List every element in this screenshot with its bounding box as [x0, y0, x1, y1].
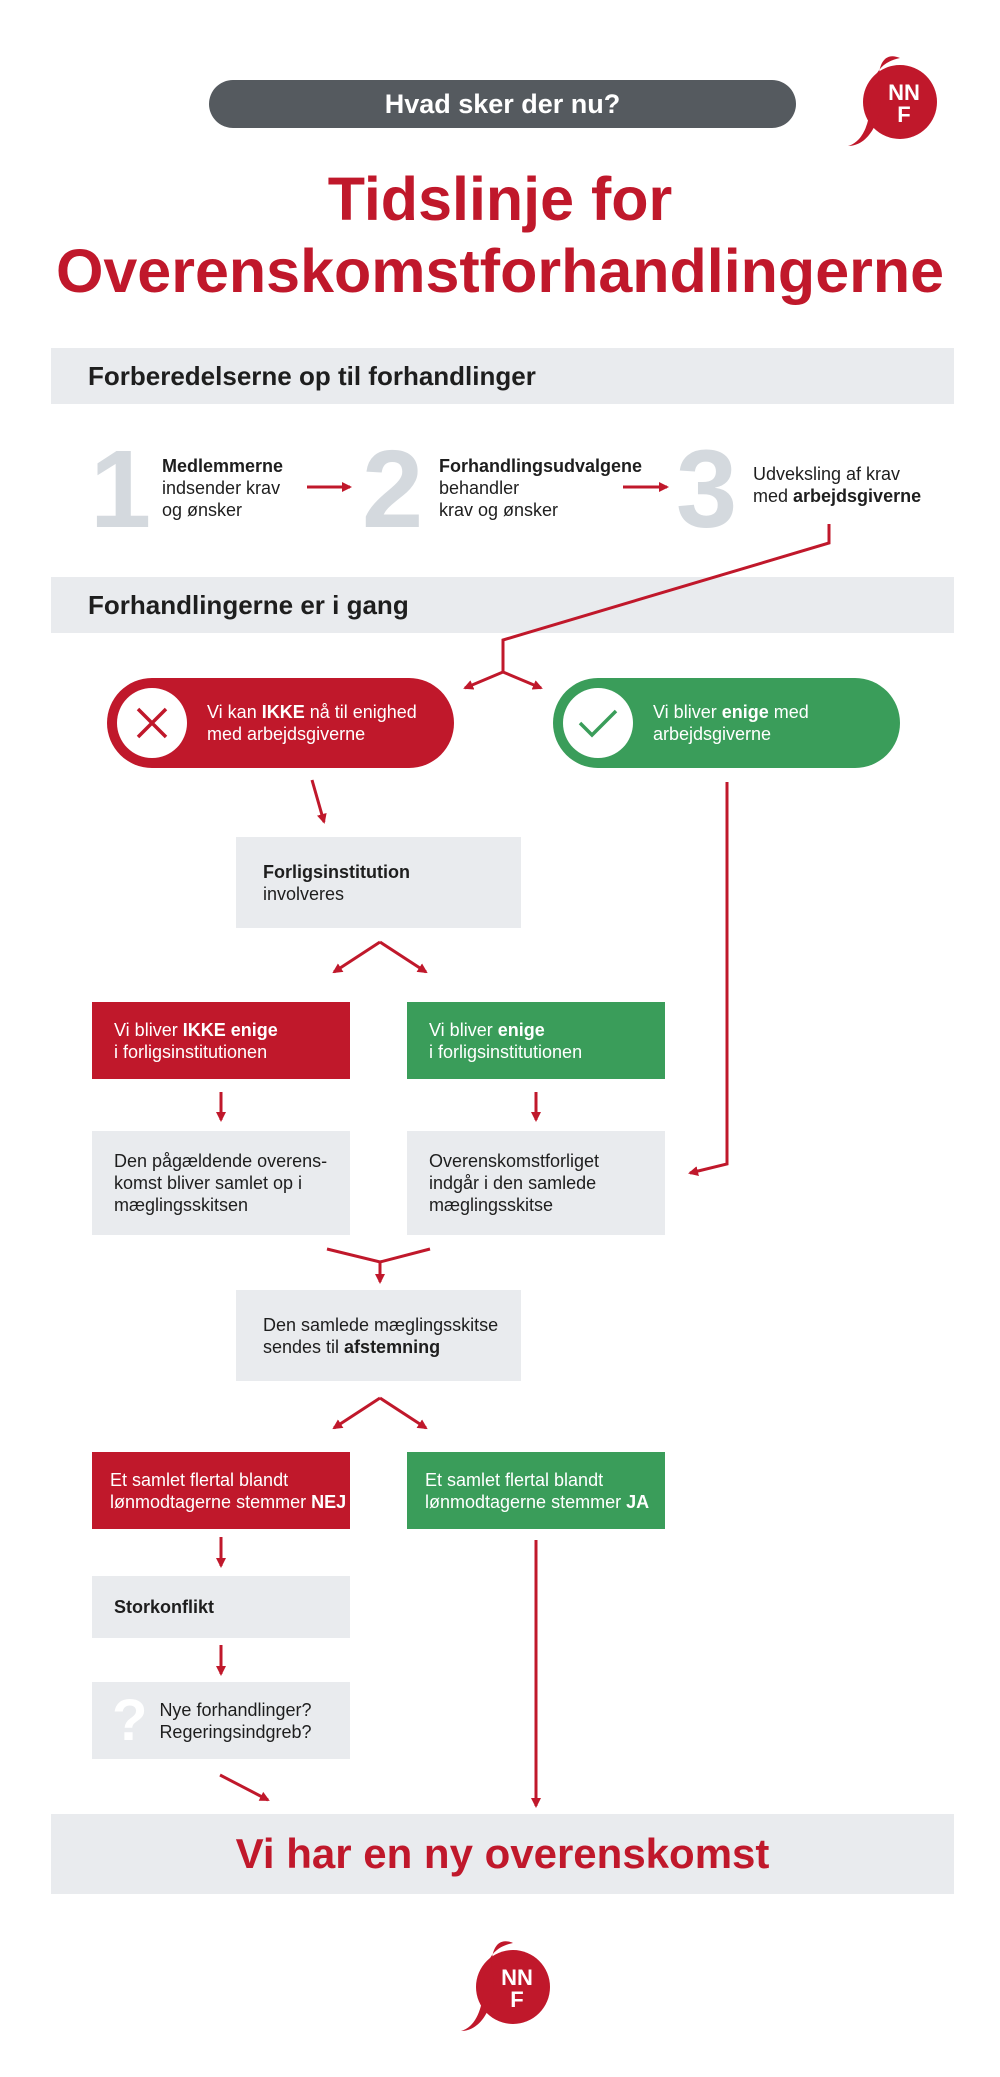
svg-text:NN: NN	[888, 80, 920, 105]
header-pill-label: Hvad sker der nu?	[384, 88, 621, 119]
section-band-negotiations: Forhandlingerne er i gang	[51, 577, 954, 633]
conflict-box: Storkonflikt	[92, 1576, 350, 1638]
section-band-label: Forberedelserne op til forhandlinger	[88, 360, 536, 391]
nnf-logo-top: NN F	[842, 50, 942, 154]
nnf-logo-bottom: NN F	[455, 1935, 555, 2039]
arrow-mediator-left	[332, 940, 381, 974]
step-number-2: 2	[362, 428, 424, 551]
header-pill: Hvad sker der nu?	[209, 80, 796, 128]
section-band-label: Forhandlingerne er i gang	[88, 589, 409, 620]
svg-text:F: F	[897, 102, 910, 127]
section-band-preparation: Forberedelserne op til forhandlinger	[51, 348, 954, 404]
connector-merge-vote	[326, 1247, 431, 1264]
page-title: Tidslinje for Overenskomstforhandlingern…	[0, 163, 1000, 307]
final-band: Vi har en ny overenskomst	[51, 1814, 954, 1894]
arrow-split-right	[502, 670, 543, 690]
arrow-vote-left	[332, 1396, 381, 1430]
checkmark-icon	[563, 688, 633, 758]
title-line-2: Overenskomstforhandlingerne	[55, 237, 945, 305]
connector-agreement-to-sketch	[688, 782, 729, 1176]
step-number-3: 3	[676, 428, 738, 551]
arrow-mediator-right	[379, 940, 428, 974]
svg-text:F: F	[510, 1987, 523, 2012]
question-box: ? Nye forhandlinger?Regeringsindgreb?	[92, 1682, 350, 1759]
step-number-1: 1	[90, 428, 152, 551]
svg-text:NN: NN	[501, 1965, 533, 1990]
cross-icon	[117, 688, 187, 758]
question-mark-icon: ?	[112, 1687, 148, 1753]
arrow-question-final	[219, 1773, 270, 1802]
arrow-split-left	[463, 670, 504, 690]
final-label: Vi har en ny overenskomst	[235, 1830, 770, 1877]
sketch-no-box: Den pågældende overens-komst bliver saml…	[92, 1131, 350, 1235]
title-line-1: Tidslinje for	[327, 165, 673, 233]
arrow-noagreement-mediator	[310, 779, 327, 824]
connector-step3-to-split	[501, 524, 831, 672]
arrow-vote-right	[379, 1396, 428, 1430]
